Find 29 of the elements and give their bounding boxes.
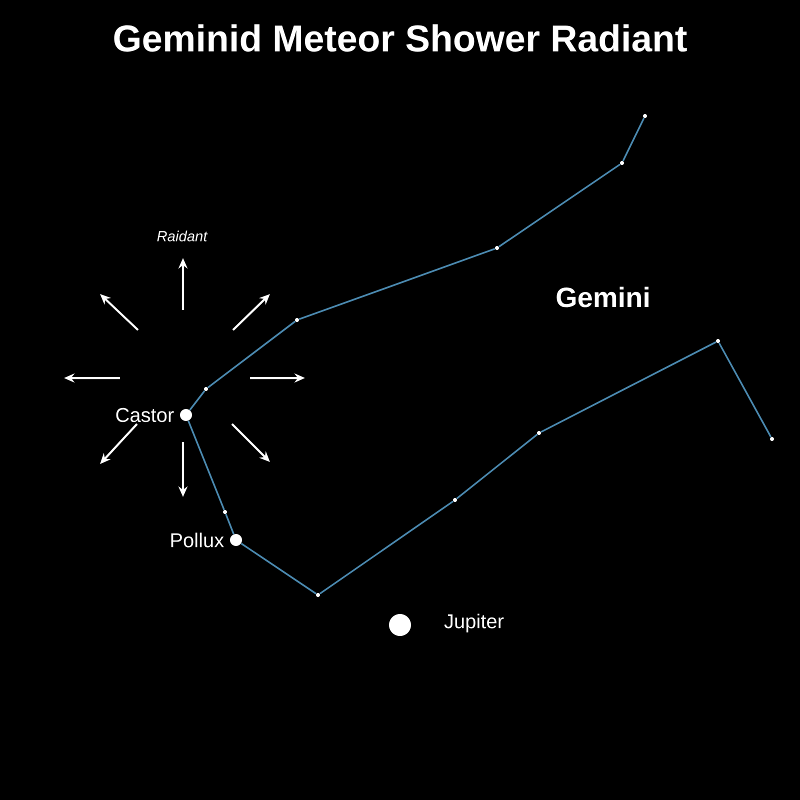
- star: [716, 339, 720, 343]
- constellation-line: [189, 390, 206, 411]
- constellation-line: [622, 118, 645, 162]
- star-label: Castor: [116, 408, 174, 422]
- star: [537, 431, 541, 435]
- constellation-line: [319, 500, 454, 594]
- star: [316, 593, 320, 597]
- constellation-line: [207, 320, 296, 388]
- star-label: Pollux: [171, 532, 224, 548]
- radiant-label: Raidant: [157, 230, 208, 242]
- constellation-line: [240, 542, 317, 594]
- planet-label: Jupiter: [444, 614, 504, 632]
- title: Geminid Meteor Shower Radiant: [114, 24, 687, 52]
- constellation-label: Gemini: [556, 286, 648, 308]
- constellation-line: [540, 341, 716, 433]
- star: [643, 114, 647, 118]
- constellation-line: [498, 164, 621, 248]
- constellation-line: [298, 248, 496, 320]
- star: [770, 437, 774, 441]
- constellation-line: [225, 514, 235, 534]
- constellation-line: [718, 342, 772, 438]
- star: [495, 246, 499, 250]
- constellation-line: [188, 420, 225, 510]
- star: [453, 498, 457, 502]
- star: [223, 510, 227, 514]
- constellation-line: [456, 434, 538, 500]
- star: [620, 161, 624, 165]
- star: [204, 387, 208, 391]
- star: [295, 318, 299, 322]
